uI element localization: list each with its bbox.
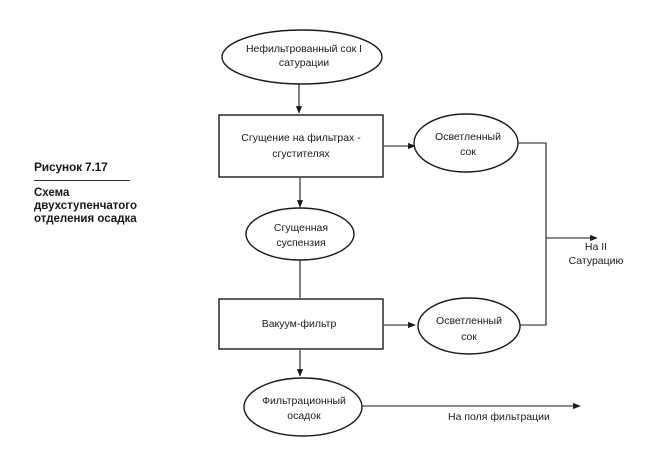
node-text: Вакуум-фильтр: [262, 318, 337, 330]
node-text: сок: [460, 146, 476, 158]
node-text: суспензия: [276, 237, 325, 249]
node-clarified-juice-1: Осветленный сок: [413, 113, 519, 173]
caption-divider: [34, 180, 130, 181]
node-text: Сгущенная: [274, 222, 328, 234]
node-text: осадок: [287, 410, 321, 422]
node-text: Нефильтрованный сок I: [246, 43, 362, 55]
node-thickened-suspension: Сгущенная суспензия: [245, 207, 355, 261]
node-filter-cake: Фильтрационный осадок: [243, 377, 363, 437]
node-text: сок: [461, 331, 477, 343]
node-text: Сгущение на фильтрах -: [241, 132, 361, 144]
node-unfiltered-juice: Нефильтрованный сок I сатурации: [221, 29, 383, 85]
figure-title-line: двухступенчатого: [34, 200, 137, 212]
figure-title-line: Схема: [34, 187, 70, 199]
node-text: Осветленный: [436, 315, 502, 327]
destination-filtration-fields: На поля фильтрации: [448, 411, 550, 423]
node-clarified-juice-2: Осветленный сок: [417, 297, 521, 355]
destination-second-saturation: На II: [585, 241, 607, 253]
connector-clarified1-to-collector: [518, 142, 547, 238]
connector-clarified2-to-collector: [519, 238, 547, 326]
figure-label: Рисунок 7.17: [34, 160, 108, 174]
figure-title: Схема двухступенчатого отделения осадка: [34, 187, 154, 226]
node-text: Фильтрационный: [262, 395, 346, 407]
destination-second-saturation: Сатурацию: [569, 255, 624, 267]
node-vacuum-filter: Вакуум-фильтр: [218, 298, 384, 350]
node-text: Осветленный: [435, 131, 501, 143]
node-thickening: Сгущение на фильтрах - сгустителях: [218, 114, 384, 178]
node-text: сатурации: [279, 57, 329, 69]
figure-title-line: отделения осадка: [34, 213, 137, 225]
figure-caption: Рисунок 7.17 Схема двухступенчатого отде…: [34, 160, 154, 226]
node-text: сгустителях: [272, 148, 330, 160]
